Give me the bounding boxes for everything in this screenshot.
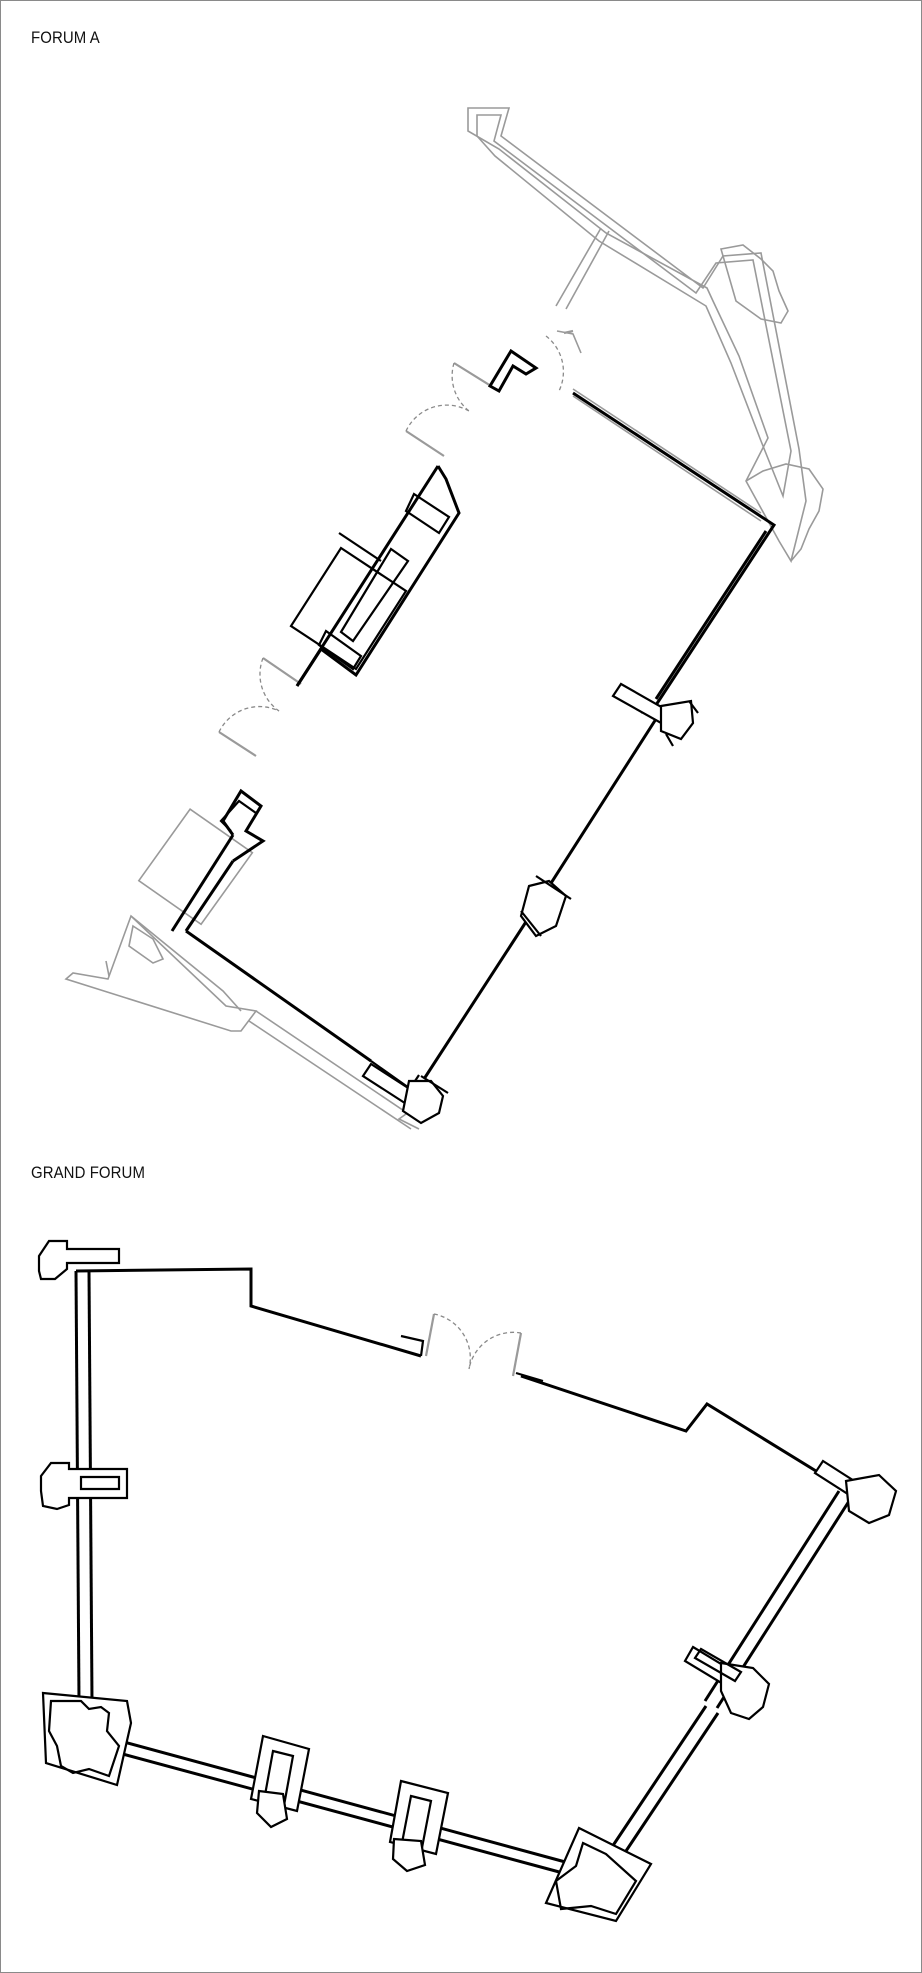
grand-forum-columns (37, 1239, 898, 1923)
forum-a-plan (64, 107, 824, 1130)
forum-a-columns (361, 682, 699, 1125)
grand-forum-walls (74, 1267, 853, 1879)
forum-a-south-annex (64, 808, 420, 1130)
forum-a-walls (170, 329, 777, 1106)
grand-forum-plan (37, 1239, 898, 1923)
grand-forum-title: GRAND FORUM (31, 1163, 146, 1182)
forum-a-north-annex (467, 107, 824, 564)
forum-a-title: FORUM A (31, 28, 100, 47)
